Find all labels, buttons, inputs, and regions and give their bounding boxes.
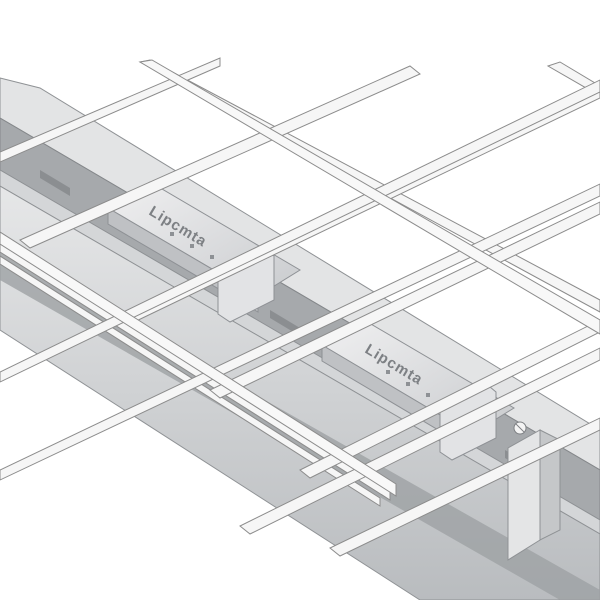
cross-wire xyxy=(239,347,600,535)
cross-wire xyxy=(0,183,600,481)
top-rail xyxy=(138,59,600,335)
cross-wire xyxy=(0,79,600,383)
cross-wire xyxy=(19,65,421,249)
bracket-upper: Lipcmta xyxy=(107,181,301,323)
cross-wire xyxy=(209,201,600,399)
cross-wire xyxy=(329,417,600,557)
cross-wire xyxy=(299,319,600,479)
wire-mesh-cross-wires xyxy=(0,57,600,557)
top-rail xyxy=(0,231,397,497)
wire-mesh-top-rails xyxy=(0,59,600,497)
cross-wire xyxy=(0,57,221,163)
